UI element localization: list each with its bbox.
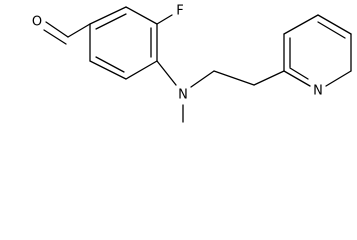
- bond-ring-c1-c2-inner: [95, 13, 127, 30]
- bond-c4-amine-n: [156, 60, 177, 86]
- bond-ethyl-c2-pyridine: [253, 70, 285, 86]
- molecule-structure-diagram: O F N N: [32, 4, 352, 123]
- aldehyde-oxygen-label: O: [32, 15, 42, 30]
- bond-c3-fluorine: [156, 14, 173, 25]
- bond-ring-c5-c6: [89, 60, 127, 80]
- bond-pyridine-n-c2: [283, 70, 311, 87]
- bond-ring-c4-c5: [125, 60, 158, 80]
- bond-pyridine-c4-c5: [317, 14, 352, 35]
- amine-nitrogen-label: N: [178, 88, 188, 103]
- bond-ring-c2-c3: [125, 6, 158, 25]
- fluorine-label: F: [176, 4, 183, 19]
- bond-pyridine-c3-c4: [283, 14, 319, 35]
- bond-aldehyde-double-b: [43, 29, 67, 45]
- bond-ring-c5-c6-inner: [95, 56, 125, 73]
- bond-amine-n-ethyl: [190, 70, 215, 88]
- bond-ring-c1-c2: [89, 6, 127, 25]
- bond-ethyl-c1-c2: [213, 70, 255, 86]
- bond-pyridine-n-c2-inner: [289, 67, 309, 80]
- bond-aldehyde-double-a: [45, 21, 69, 38]
- pyridine-nitrogen-label: N: [313, 84, 323, 99]
- bond-pyridine-c6-n: [325, 70, 352, 87]
- bond-aldehyde-c-ring: [67, 23, 91, 38]
- bond-pyridine-c4-c5-inner: [317, 21, 346, 39]
